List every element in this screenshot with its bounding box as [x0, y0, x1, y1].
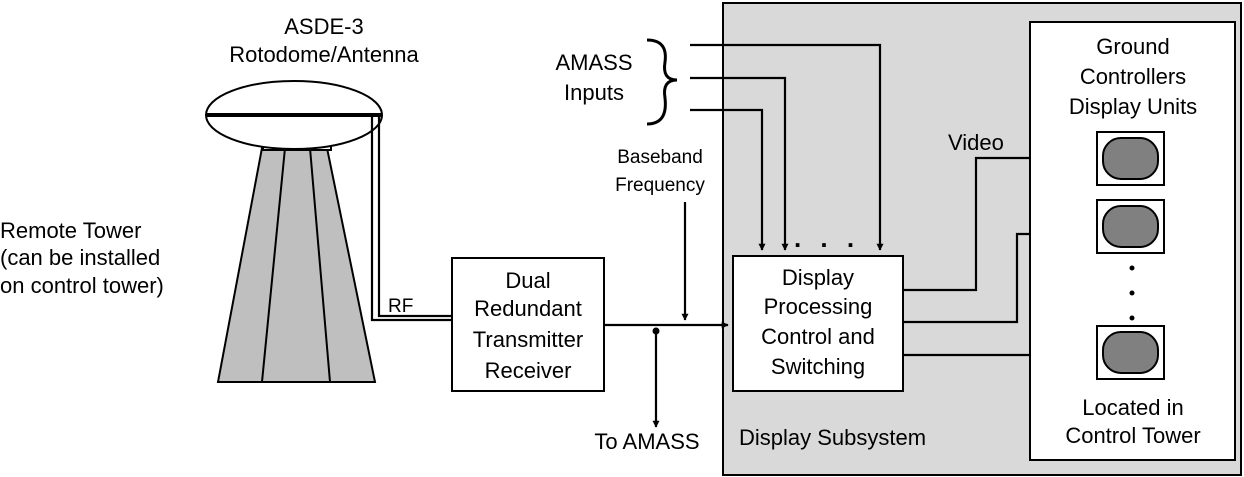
rotodome-antenna	[205, 80, 383, 150]
remote-tower-label-2: (can be installed	[0, 245, 160, 270]
antenna-label-1: ASDE-3	[284, 14, 363, 39]
transceiver-label-2: Redundant	[474, 296, 582, 321]
baseband-label-1: Baseband	[617, 147, 703, 168]
video-output-line	[903, 156, 1030, 292]
amass-input-1	[690, 43, 884, 251]
rf-line-outer	[370, 115, 452, 322]
rf-line-inner	[377, 115, 452, 318]
located-label-1: Located in	[1082, 395, 1184, 420]
subsystem-label: Display Subsystem	[739, 425, 926, 450]
processing-label-4: Switching	[771, 354, 865, 379]
ground-controllers-label-2: Controllers	[1080, 64, 1186, 89]
ellipsis-dot	[1129, 315, 1135, 321]
transceiver-box	[451, 257, 605, 392]
display-unit-3	[1096, 325, 1165, 380]
ellipsis-dot	[1129, 290, 1135, 296]
amass-input-3	[690, 108, 766, 251]
transceiver-label-3: Transmitter	[473, 327, 583, 352]
processing-label-1: Display	[782, 265, 854, 290]
baseband-label-2: Frequency	[615, 175, 705, 196]
video-label: Video	[948, 130, 1004, 155]
processing-label-2: Processing	[764, 294, 873, 319]
amass-inputs-label-1: AMASS	[555, 50, 632, 75]
amass-inputs-label-2: Inputs	[564, 80, 624, 105]
input-ellipsis: . . .	[794, 223, 860, 253]
ground-controllers-label-3: Display Units	[1069, 94, 1197, 119]
remote-tower	[216, 137, 377, 383]
transceiver-label-4: Receiver	[485, 358, 572, 383]
rf-label: RF	[388, 296, 413, 317]
display-unit-1	[1096, 131, 1165, 186]
located-label-2: Control Tower	[1065, 423, 1200, 448]
amass-input-2	[690, 76, 789, 251]
processing-label-3: Control and	[761, 324, 875, 349]
display-unit-2	[1096, 199, 1165, 254]
to-amass-label: To AMASS	[594, 429, 699, 454]
ellipsis-dot	[1129, 265, 1135, 271]
ground-controllers-label-1: Ground	[1096, 34, 1169, 59]
remote-tower-label-1: Remote Tower	[0, 218, 141, 243]
transceiver-label-1: Dual	[505, 268, 550, 293]
amass-brace	[646, 38, 678, 126]
output-line-2	[903, 232, 1030, 324]
processing-box	[732, 255, 904, 392]
remote-tower-label-3: on control tower)	[0, 273, 164, 298]
antenna-label-2: Rotodome/Antenna	[229, 42, 419, 67]
